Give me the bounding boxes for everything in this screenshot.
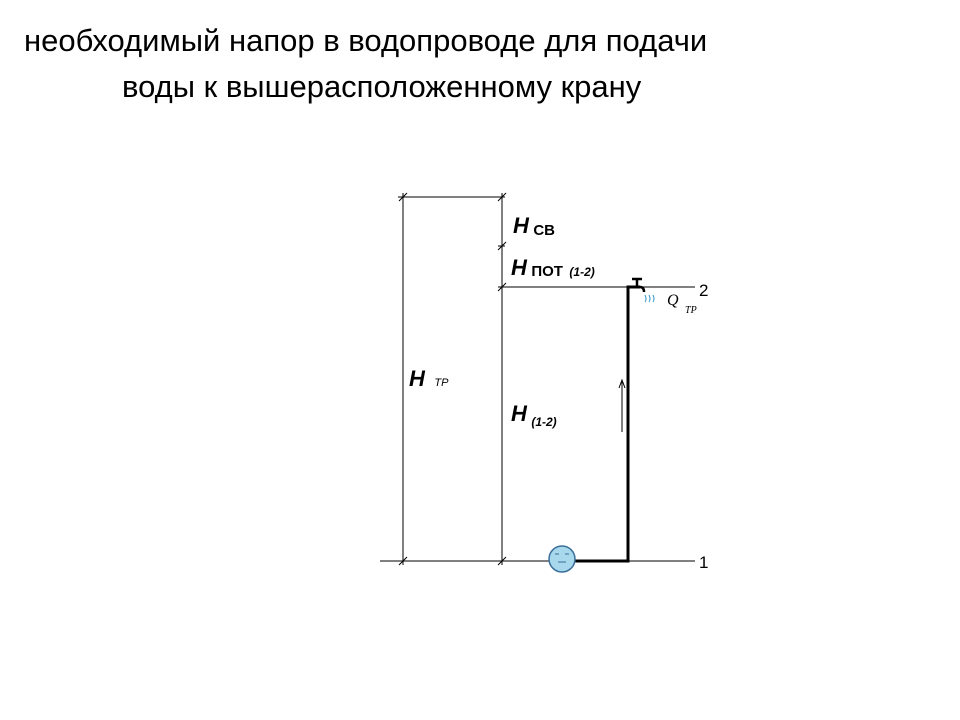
label-q-tr-main: Q [667,292,679,309]
water-drops-icon [644,294,655,303]
label-h-12-sub: (1-2) [531,415,556,429]
label-h-sv-sub: СВ [533,222,555,239]
label-h-pot-sub2: (1-2) [569,265,594,279]
label-q-tr-sub: ТР [685,305,697,316]
label-level-2: 2 [699,281,708,300]
pump-icon [548,545,576,573]
label-h-pot: H ПОТ (1-2) [511,255,595,280]
riser-pipe [560,285,640,563]
label-h-sv: H СВ [513,213,555,239]
dimension-ticks [398,192,507,566]
label-h-pot-sub: ПОТ [531,263,563,280]
label-h-12-main: H [511,401,528,426]
label-h-tr: H ТР [409,366,449,391]
label-h-sv-main: H [513,213,530,238]
label-h-pot-main: H [511,255,528,280]
label-h-12: H (1-2) [511,401,557,429]
label-h-tr-main: H [409,366,426,391]
faucet-icon [632,277,646,293]
label-level-1: 1 [699,553,708,572]
slide-title: необходимый напор в водопроводе для пода… [0,18,960,110]
label-h-tr-sub: ТР [434,377,449,389]
label-q-tr: Q ТР [667,292,697,316]
title-line-2: воды к вышерасположенному крану [122,69,642,104]
flow-arrow-icon [618,378,626,432]
title-line-1: необходимый напор в водопроводе для пода… [24,23,708,58]
